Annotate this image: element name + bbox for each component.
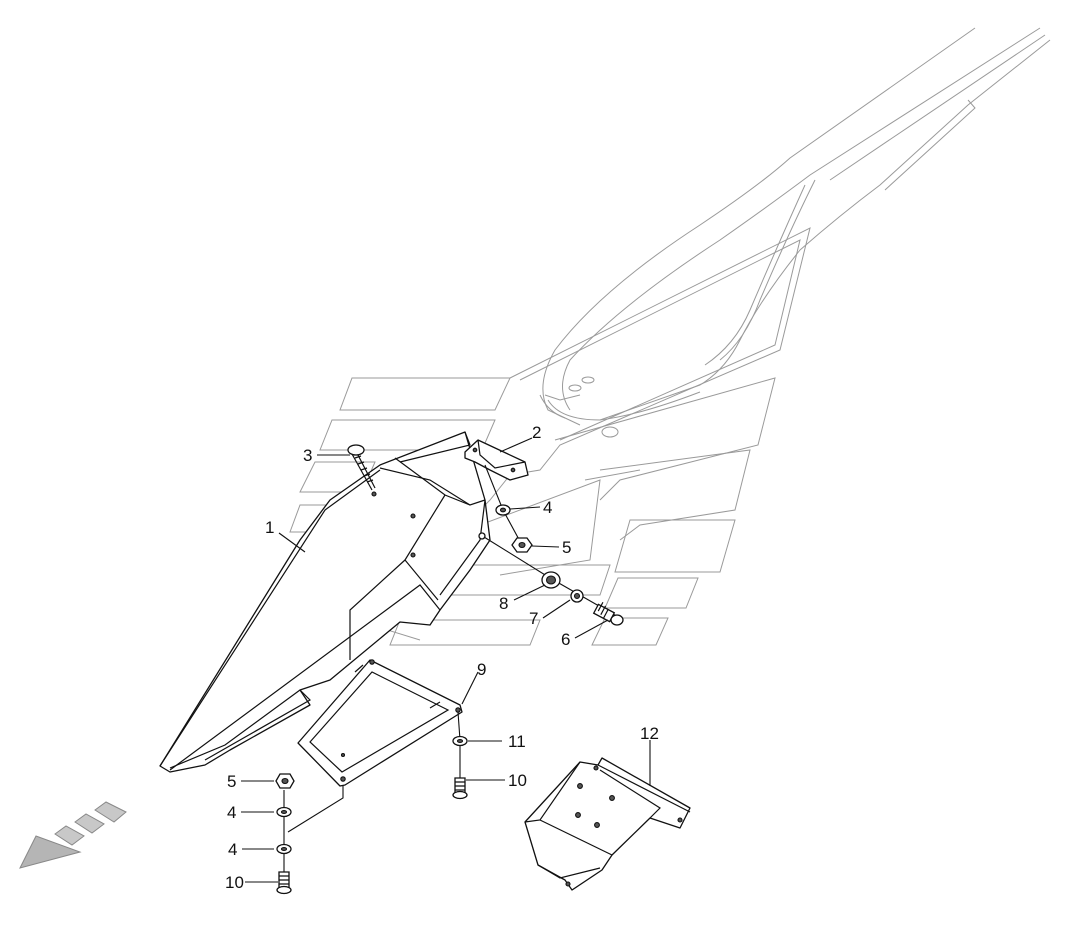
callout-leaders	[241, 437, 651, 883]
part-12-mounting-plate	[524, 757, 691, 891]
part-2-bracket	[464, 439, 529, 481]
callout-4: 4	[543, 498, 552, 517]
part-3-screw	[347, 444, 376, 491]
callout-9: 9	[477, 660, 486, 679]
callout-2: 2	[532, 423, 541, 442]
callout-5-lower: 5	[227, 772, 236, 791]
callout-1: 1	[265, 518, 274, 537]
callout-labels: 1 2 3 4 5 8 7 6 9 11 10 12 5 4 4 10	[225, 423, 659, 892]
callout-10-lower: 10	[225, 873, 244, 892]
callout-4-lower-b: 4	[228, 840, 237, 859]
left-hardware-stack	[275, 773, 344, 895]
callout-11: 11	[508, 732, 526, 751]
callout-4-lower-a: 4	[227, 803, 236, 822]
callout-7: 7	[529, 609, 538, 628]
right-hardware-stack	[452, 711, 468, 800]
callout-6: 6	[561, 630, 570, 649]
callout-8: 8	[499, 594, 508, 613]
callout-3: 3	[303, 446, 312, 465]
callout-10: 10	[508, 771, 527, 790]
callout-12: 12	[640, 724, 659, 743]
part-9-skid-plate	[297, 659, 463, 787]
callout-5: 5	[562, 538, 571, 557]
bolt-stack-8-7-6	[483, 536, 624, 626]
upper-hardware-stack	[484, 464, 533, 553]
forward-direction-arrow-icon	[19, 801, 127, 869]
part-1-crop-divider	[159, 431, 491, 773]
